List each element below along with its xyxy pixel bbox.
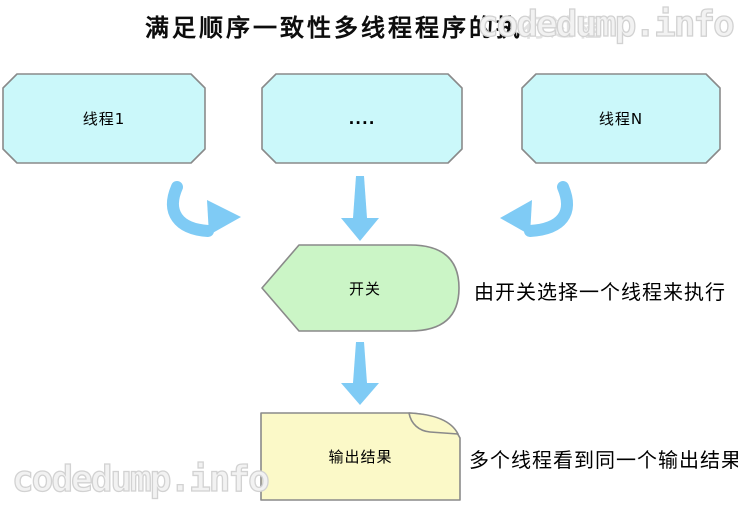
output-annotation: 多个线程看到同一个输出结果 [469, 448, 738, 472]
arrow-threadN-to-switch-icon [500, 181, 573, 237]
thread-dots-label: .... [348, 109, 376, 128]
arrow-switch-to-output-icon [341, 342, 379, 405]
page-title: 满足顺序一致性多线程程序的执行过程 [145, 8, 604, 43]
switch-annotation: 由开关选择一个线程来执行 [474, 280, 726, 304]
threadN-shape [521, 73, 721, 164]
page-title-faded: 行过程 [523, 14, 604, 42]
thread1-shape [2, 73, 206, 164]
output-shape [260, 412, 461, 501]
switch-shape [261, 244, 460, 332]
page-fold-icon [408, 412, 459, 435]
page-title-main: 满足顺序一致性多线程程序的执 [145, 14, 523, 42]
thread1-label: 线程1 [82, 110, 126, 128]
output-label: 输出结果 [328, 448, 393, 466]
thread-dots-shape [261, 73, 463, 164]
switch-label: 开关 [348, 279, 381, 298]
arrow-threads-to-switch-icon [341, 176, 379, 241]
threadN-label: 线程N [598, 110, 644, 128]
arrow-thread1-to-switch-icon [167, 181, 241, 237]
